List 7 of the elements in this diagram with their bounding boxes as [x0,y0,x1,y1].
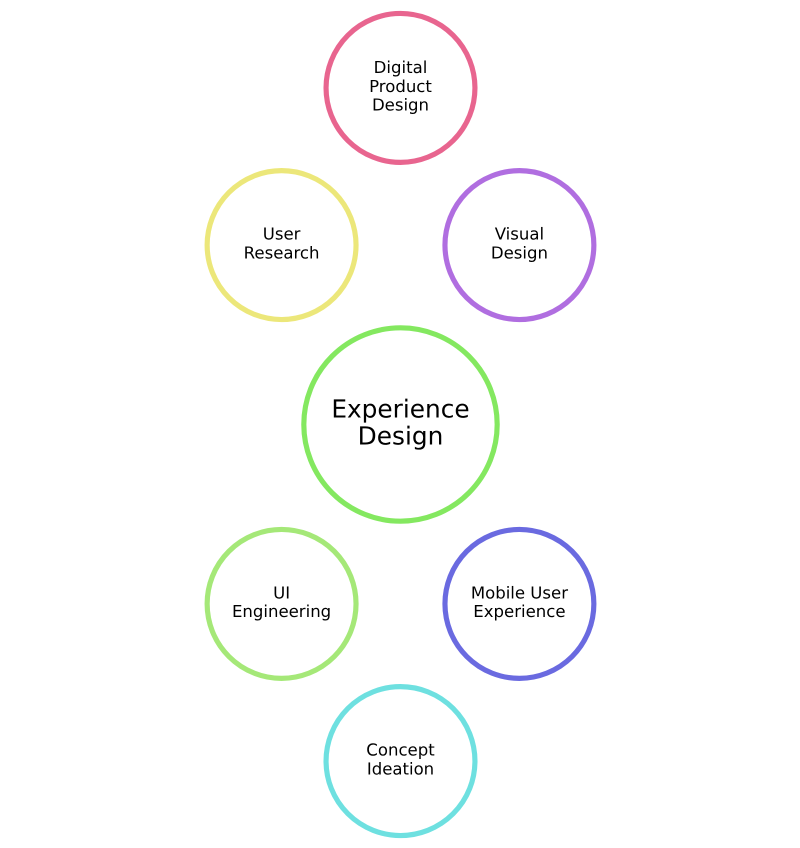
node-circle: Concept Ideation [322,684,478,838]
node-circle: Digital Product Design [322,10,478,164]
node-circle: User Research [204,168,358,322]
node-circle: Visual Design [442,168,596,322]
node-circle: Mobile User Experience [442,526,596,680]
node-circle: Experience Design [300,324,500,524]
node-circle: UI Engineering [204,526,358,680]
